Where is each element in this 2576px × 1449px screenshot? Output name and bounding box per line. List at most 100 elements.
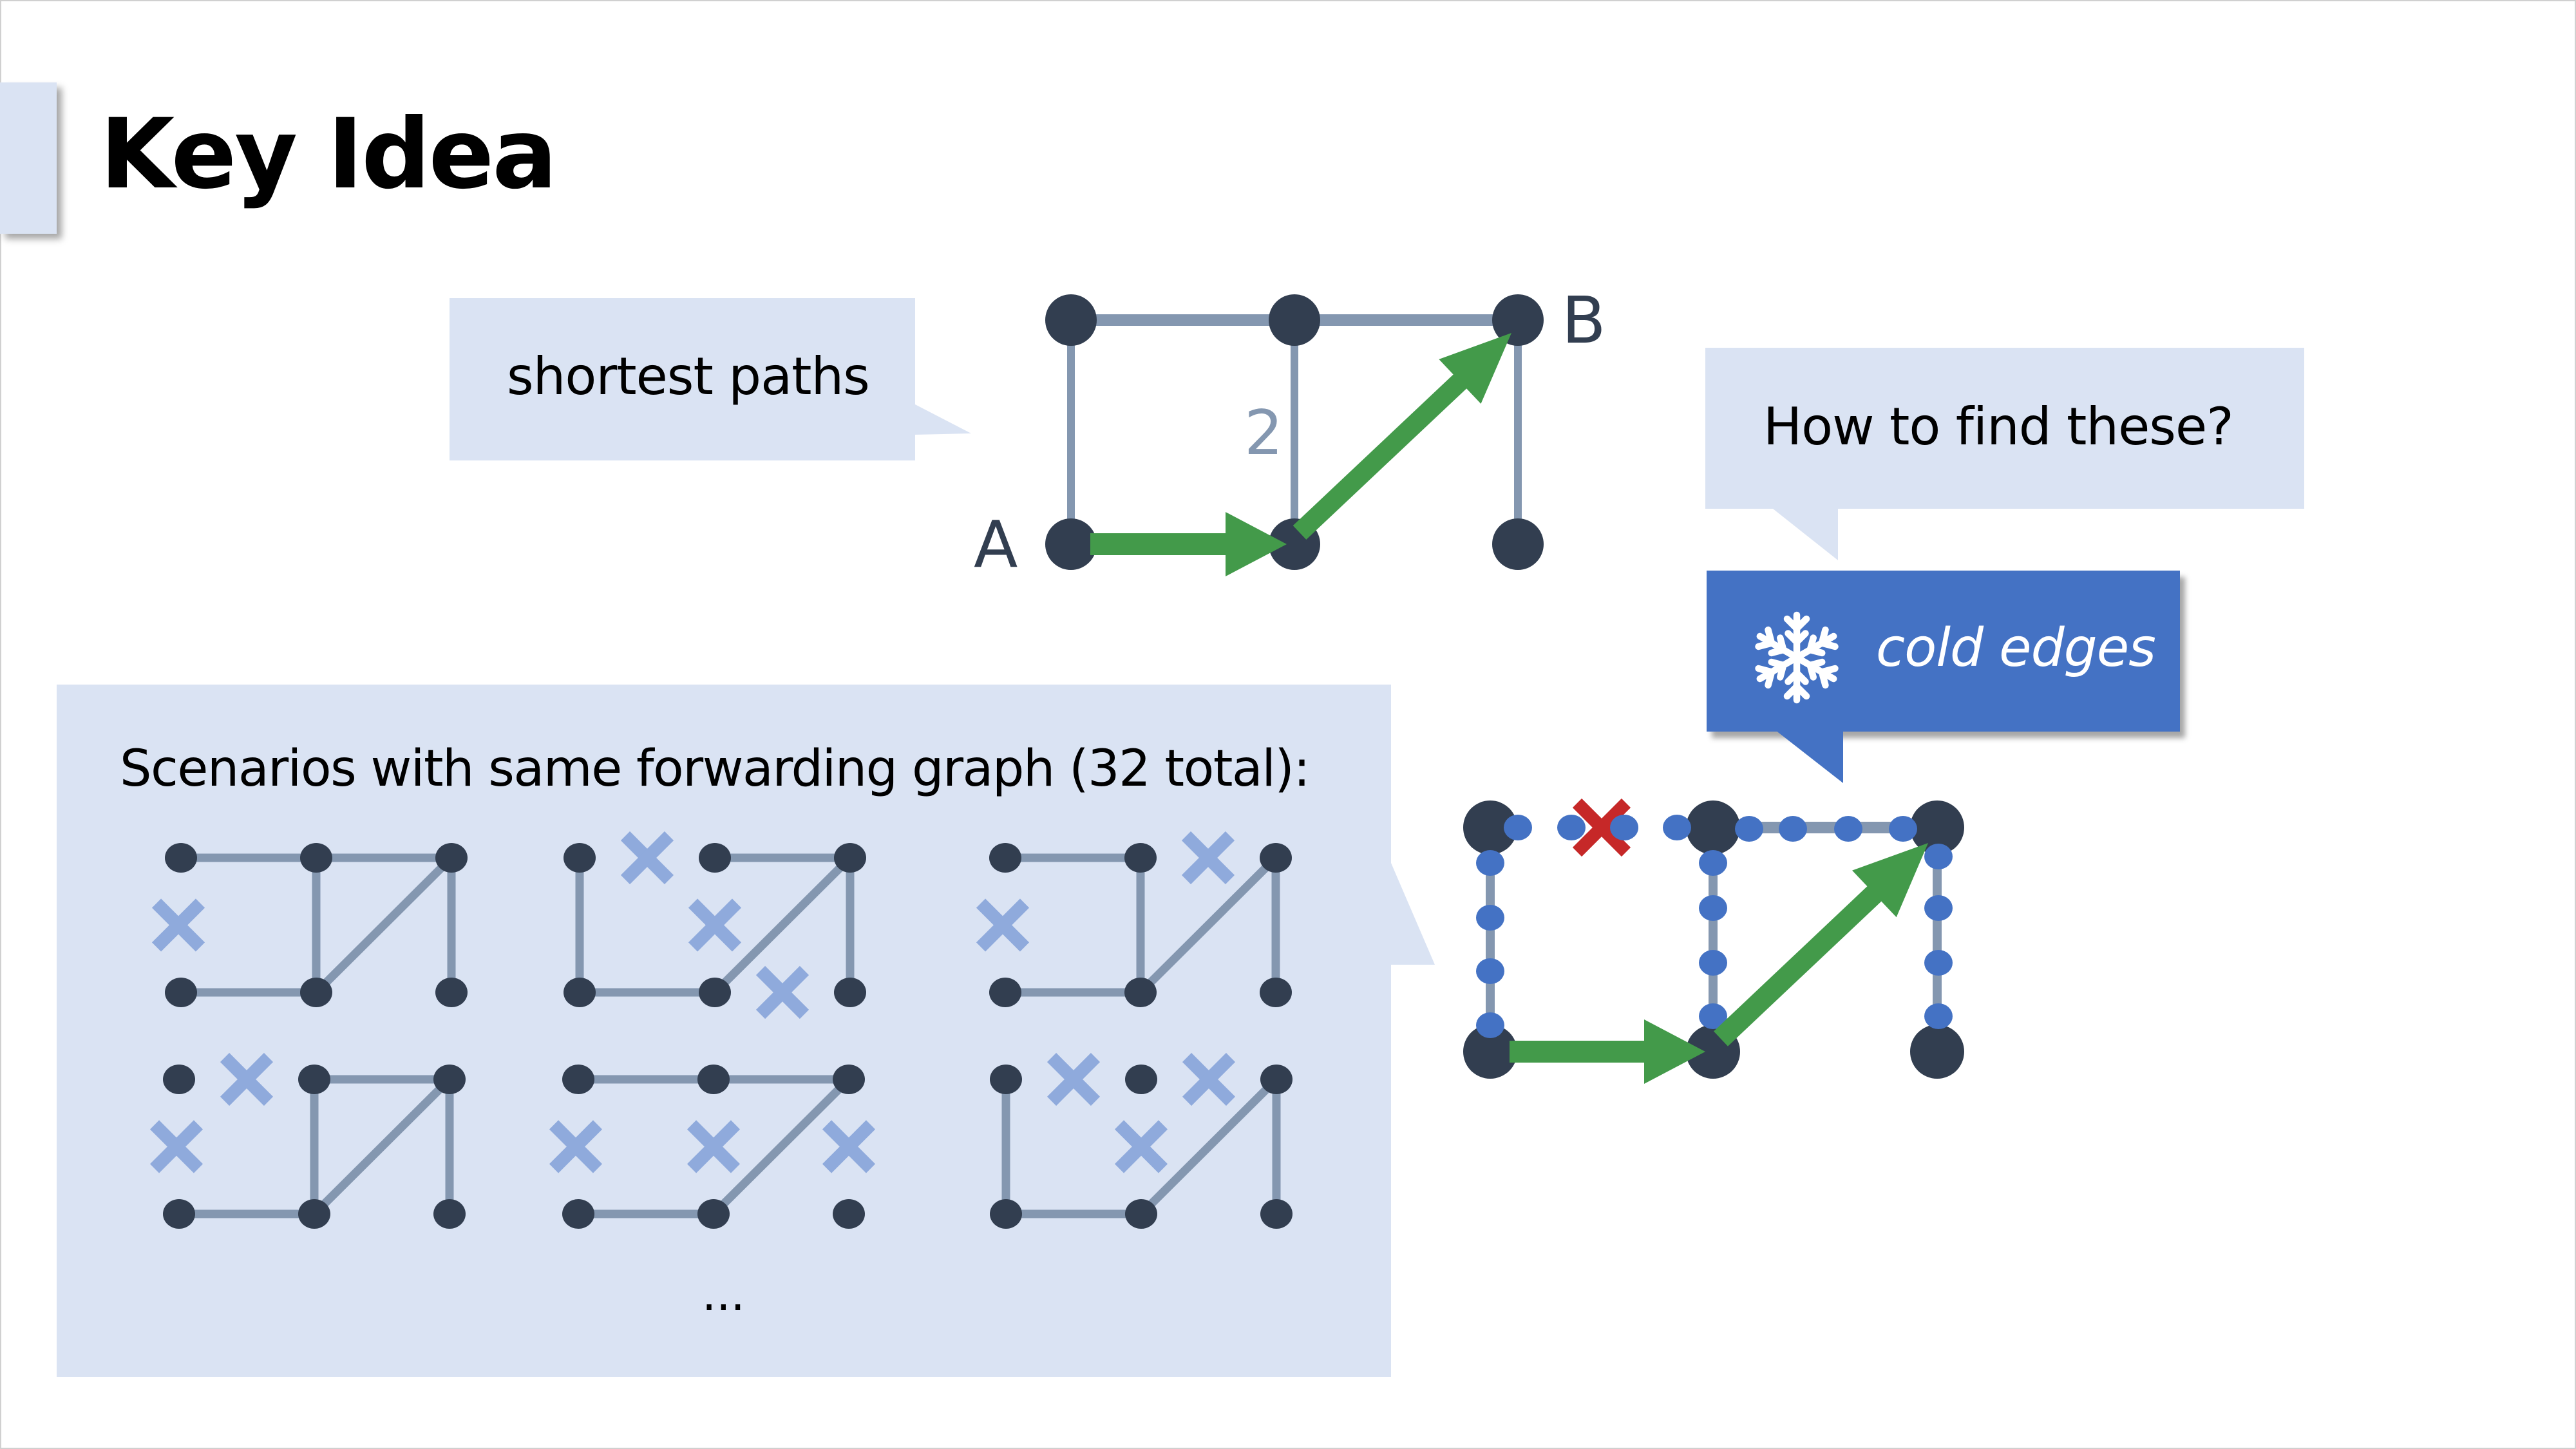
cross-stroke (1046, 1052, 1101, 1106)
scenario-node (699, 978, 731, 1007)
scenario-graph (976, 831, 1292, 1007)
snowflake-icon (1748, 611, 1845, 706)
scenario-node (564, 843, 596, 873)
scenario-node (165, 843, 197, 873)
failed-link-cross (755, 965, 810, 1019)
shortest-paths-callout (450, 298, 971, 460)
cold-edge-dot (1476, 905, 1504, 931)
scenario-node (989, 978, 1021, 1007)
cross-stroke (149, 1120, 204, 1173)
scenario-node (834, 843, 866, 873)
graph-node (1269, 294, 1320, 346)
failed-link-cross (151, 898, 205, 952)
scenario-node (298, 1065, 330, 1094)
cold-edges-graph (1463, 798, 1964, 1084)
scenario-edge (311, 1076, 453, 1217)
graph-node (1045, 294, 1097, 346)
slide-title: Key Idea (100, 99, 557, 211)
cross-stroke (1181, 831, 1235, 885)
path-arrow (1090, 512, 1287, 576)
cross-stroke (687, 1120, 741, 1173)
scenario-node (699, 843, 731, 873)
scenario-node (833, 1199, 865, 1229)
scenario-edge (313, 855, 455, 996)
cold-edge-dot (1834, 816, 1862, 842)
cold-edge-dot (1504, 815, 1532, 840)
cold-edge-dot (1699, 850, 1727, 876)
node-label-b: B (1562, 283, 1606, 358)
cold-edges-box: cold edges (1707, 571, 2180, 732)
path-arrow (1293, 333, 1511, 540)
top-graph (1045, 294, 1544, 576)
scenario-node (300, 978, 332, 1007)
scenario-node (435, 843, 468, 873)
cold-edge-dot (1476, 958, 1504, 984)
graph-node (1492, 294, 1544, 346)
how-to-find-label: How to find these? (1763, 397, 2234, 457)
scenario-node (433, 1199, 466, 1229)
scenario-graph (990, 1052, 1293, 1229)
path-arrow (1714, 843, 1928, 1046)
failed-link-cross (220, 1052, 274, 1106)
cold-edge-dot (1699, 950, 1727, 976)
scenario-node (1124, 843, 1157, 873)
path-arrow (1510, 1019, 1705, 1084)
graph-node (1910, 800, 1964, 855)
graph-node (1910, 1025, 1964, 1079)
cold-edge-dot (1779, 816, 1807, 842)
scenario-node (163, 1065, 195, 1094)
failed-link-cross (822, 1120, 876, 1173)
cross-stroke (220, 1052, 274, 1106)
scenario-graph (549, 1065, 876, 1229)
cold-edge-dot (1610, 815, 1638, 840)
scenario-graph (149, 1052, 466, 1229)
scenario-graphs (149, 831, 1293, 1229)
cross-stroke (822, 1120, 876, 1173)
scenario-graph (151, 843, 468, 1007)
scenario-node (1125, 1199, 1157, 1229)
failed-link-cross (620, 831, 674, 885)
graph-node (1463, 1025, 1517, 1079)
scenario-node (562, 1065, 594, 1094)
scenario-node (697, 1199, 730, 1229)
scenario-node (1125, 1065, 1157, 1094)
scenario-node (298, 1199, 330, 1229)
failed-link-cross (1181, 831, 1235, 885)
scenario-edge (712, 855, 853, 996)
cross-stroke (151, 898, 205, 952)
cross-stroke (1572, 798, 1631, 857)
node-label-a: A (974, 507, 1018, 582)
cross-stroke (549, 1120, 603, 1173)
scenario-node (1260, 843, 1292, 873)
scenario-node (562, 1199, 594, 1229)
failed-link-cross (688, 898, 742, 952)
cold-edge-dot (1924, 950, 1953, 976)
failed-link-cross (976, 898, 1030, 952)
graph-node (1463, 800, 1517, 855)
cross-stroke (688, 898, 742, 952)
cold-edge-dot (1924, 895, 1953, 921)
scenario-node (990, 1065, 1022, 1094)
cross-stroke (1114, 1120, 1168, 1173)
cold-edge-dot (1889, 816, 1917, 842)
scenario-node (833, 1065, 865, 1094)
cold-edge-dot (1476, 1012, 1504, 1038)
failed-link-cross (1182, 1052, 1236, 1106)
scenarios-title: Scenarios with same forwarding graph (32… (120, 740, 1311, 798)
shortest-paths-label: shortest paths (507, 346, 870, 406)
scenario-edge (1138, 1076, 1280, 1217)
scenario-node (990, 1199, 1022, 1229)
edge-weight-label: 2 (1244, 398, 1283, 469)
title-accent-tab (0, 82, 57, 234)
graph-node (1045, 518, 1097, 570)
scenario-edge (710, 1076, 852, 1217)
failed-link-cross (687, 1120, 741, 1173)
cold-edge-dot (1699, 895, 1727, 921)
scenario-graph (564, 831, 866, 1019)
scenarios-panel (57, 685, 1435, 1377)
cold-edge-dot (1924, 844, 1953, 869)
scenario-node (433, 1065, 466, 1094)
scenario-node (1260, 978, 1292, 1007)
scenario-node (834, 978, 866, 1007)
scenario-node (697, 1065, 730, 1094)
